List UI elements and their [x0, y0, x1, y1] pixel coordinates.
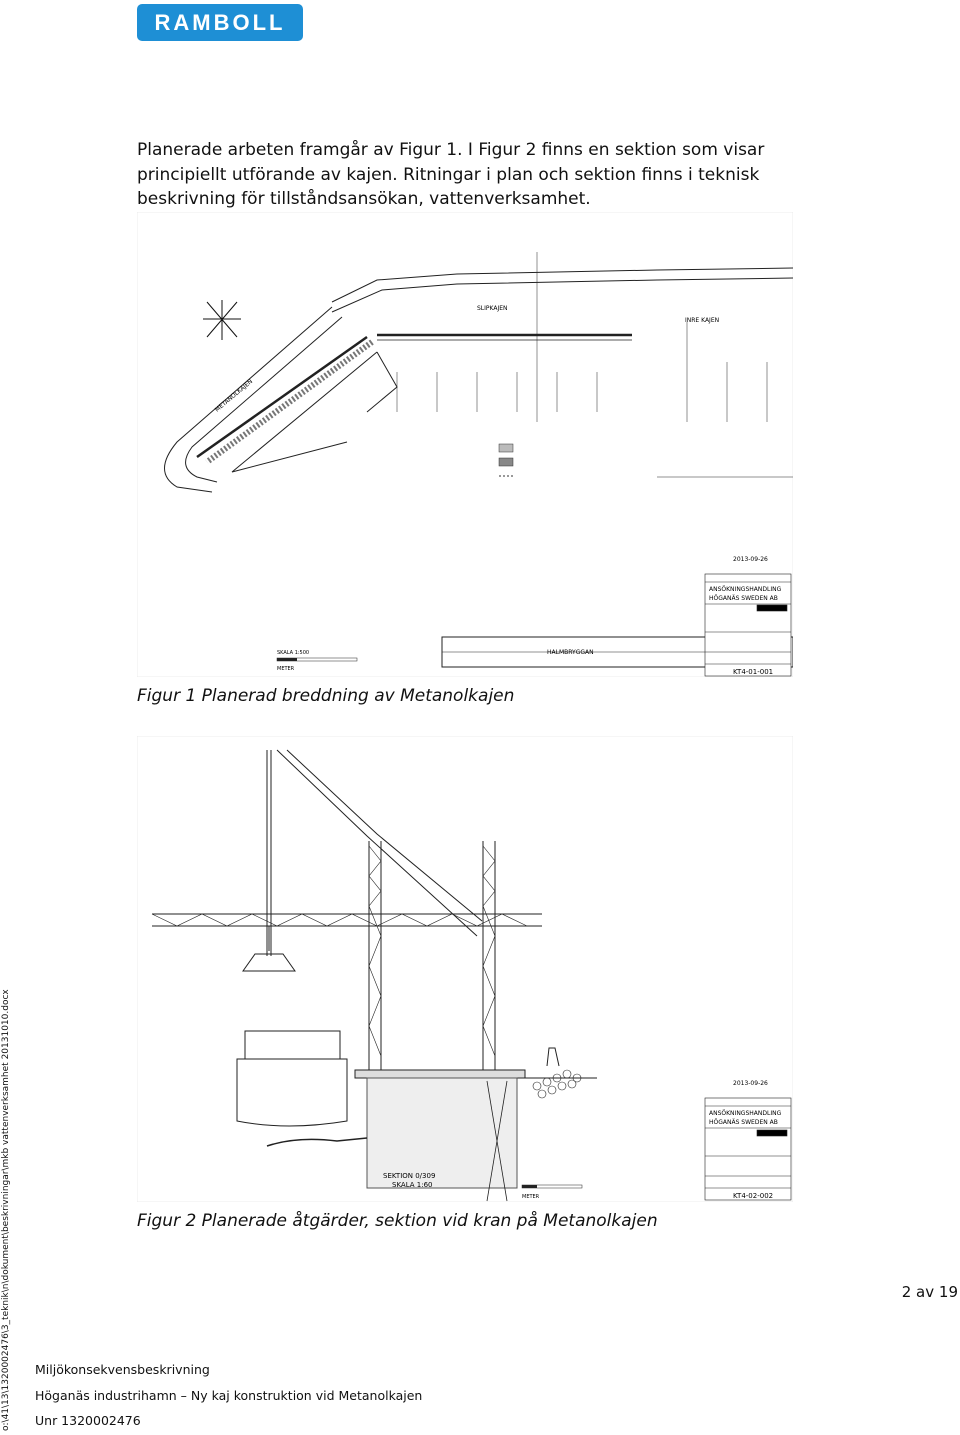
date-label: 2013-09-26: [733, 556, 768, 563]
intro-line: beskrivning för tillståndsansökan, vatte…: [137, 189, 591, 209]
company-label: HÖGANÄS SWEDEN AB: [709, 1119, 778, 1126]
halmbryggan-label: HALMBRYGGAN: [547, 649, 594, 656]
application-label: ANSÖKNINGSHANDLING: [709, 586, 782, 593]
ramboll-logo: RAMBOLL: [137, 4, 303, 41]
title-block: [704, 573, 792, 677]
section-scale-label: SKALA 1:60: [392, 1181, 433, 1189]
inre-kajen-label: INRE KAJEN: [685, 317, 719, 324]
footer-project-number: Unr 1320002476: [35, 1413, 141, 1428]
page-number: 2 av 19: [901, 1283, 958, 1301]
figure-1-plan-drawing: SLIPKAJEN INRE KAJEN METANOLKAJEN HALMBR…: [137, 212, 793, 677]
intro-paragraph: Planerade arbeten framgår av Figur 1. I …: [137, 138, 937, 212]
title-block: [704, 1097, 792, 1201]
plan-drawing-svg: SLIPKAJEN INRE KAJEN METANOLKAJEN HALMBR…: [137, 212, 793, 677]
section-label: SEKTION 0/309: [383, 1172, 435, 1180]
intro-line: Planerade arbeten framgår av Figur 1. I …: [137, 140, 765, 160]
application-label: ANSÖKNINGSHANDLING: [709, 1110, 782, 1117]
intro-line: principiellt utförande av kajen. Ritning…: [137, 164, 760, 185]
drawing-number: KT4-01-001: [733, 668, 773, 676]
unit-label: METER: [522, 1194, 540, 1200]
scale-label: SKALA 1:500: [277, 650, 309, 656]
footer-project-title: Höganäs industrihamn – Ny kaj konstrukti…: [35, 1388, 423, 1403]
figure-2-caption: Figur 2 Planerade åtgärder, sektion vid …: [137, 1211, 658, 1231]
figure-2-section-drawing: SEKTION 0/309 SKALA 1:60 METER 2013-09-2…: [137, 736, 793, 1202]
scale-bar: SKALA 1:500 METER: [276, 650, 358, 672]
figure-1-caption: Figur 1 Planerad breddning av Metanolkaj…: [137, 686, 515, 706]
company-label: HÖGANÄS SWEDEN AB: [709, 595, 778, 602]
section-drawing-svg: SEKTION 0/309 SKALA 1:60 METER 2013-09-2…: [137, 736, 793, 1202]
unit-label: METER: [277, 666, 295, 672]
file-path-sidebar: o:\41\13\1320002476\3_teknik\n\dokument\…: [1, 989, 11, 1431]
scale-bar: METER: [521, 1184, 583, 1200]
drawing-number: KT4-02-002: [733, 1192, 773, 1200]
date-label: 2013-09-26: [733, 1080, 768, 1087]
footer-document-type: Miljökonsekvensbeskrivning: [35, 1362, 210, 1377]
north-arrow-icon: [203, 300, 241, 340]
slipkajen-label: SLIPKAJEN: [477, 305, 508, 312]
